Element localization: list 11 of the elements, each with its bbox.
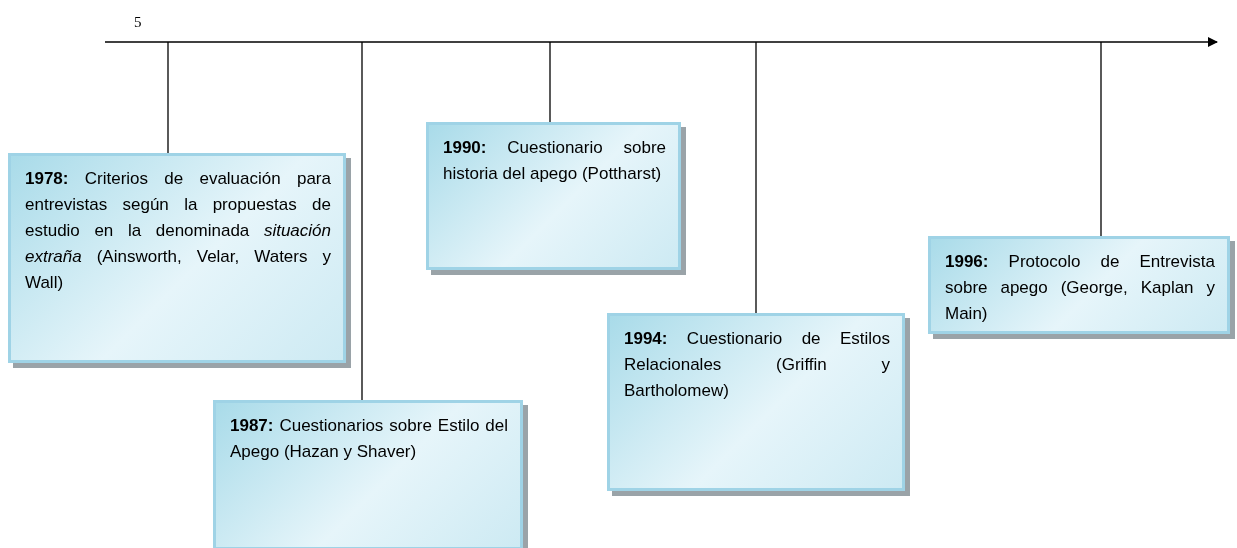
connector-line	[167, 41, 169, 154]
event-description: 1990: Cuestionario sobre historia del apego (Pottharst)	[443, 137, 666, 185]
connector-line	[755, 41, 757, 314]
event-description: 1978: Criterios de evaluación para entrevistas según la propuestas de estudio en la denominada situación extraña (Ainsworth, Velar, Waters y Wall)	[25, 168, 331, 294]
event-description: 1987: Cuestionarios sobre Estilo del Apego (Hazan y Shaver)	[230, 415, 508, 463]
event-description: 1994: Cuestionario de Estilos Relacionales (Griffin y Bartholomew)	[624, 328, 890, 402]
event-description: 1996: Protocolo de Entrevista sobre apego (George, Kaplan y Main)	[945, 251, 1215, 325]
connector-line	[1100, 41, 1102, 237]
connector-line	[549, 41, 551, 123]
connector-line	[361, 41, 363, 401]
page-number: 5	[134, 14, 142, 31]
